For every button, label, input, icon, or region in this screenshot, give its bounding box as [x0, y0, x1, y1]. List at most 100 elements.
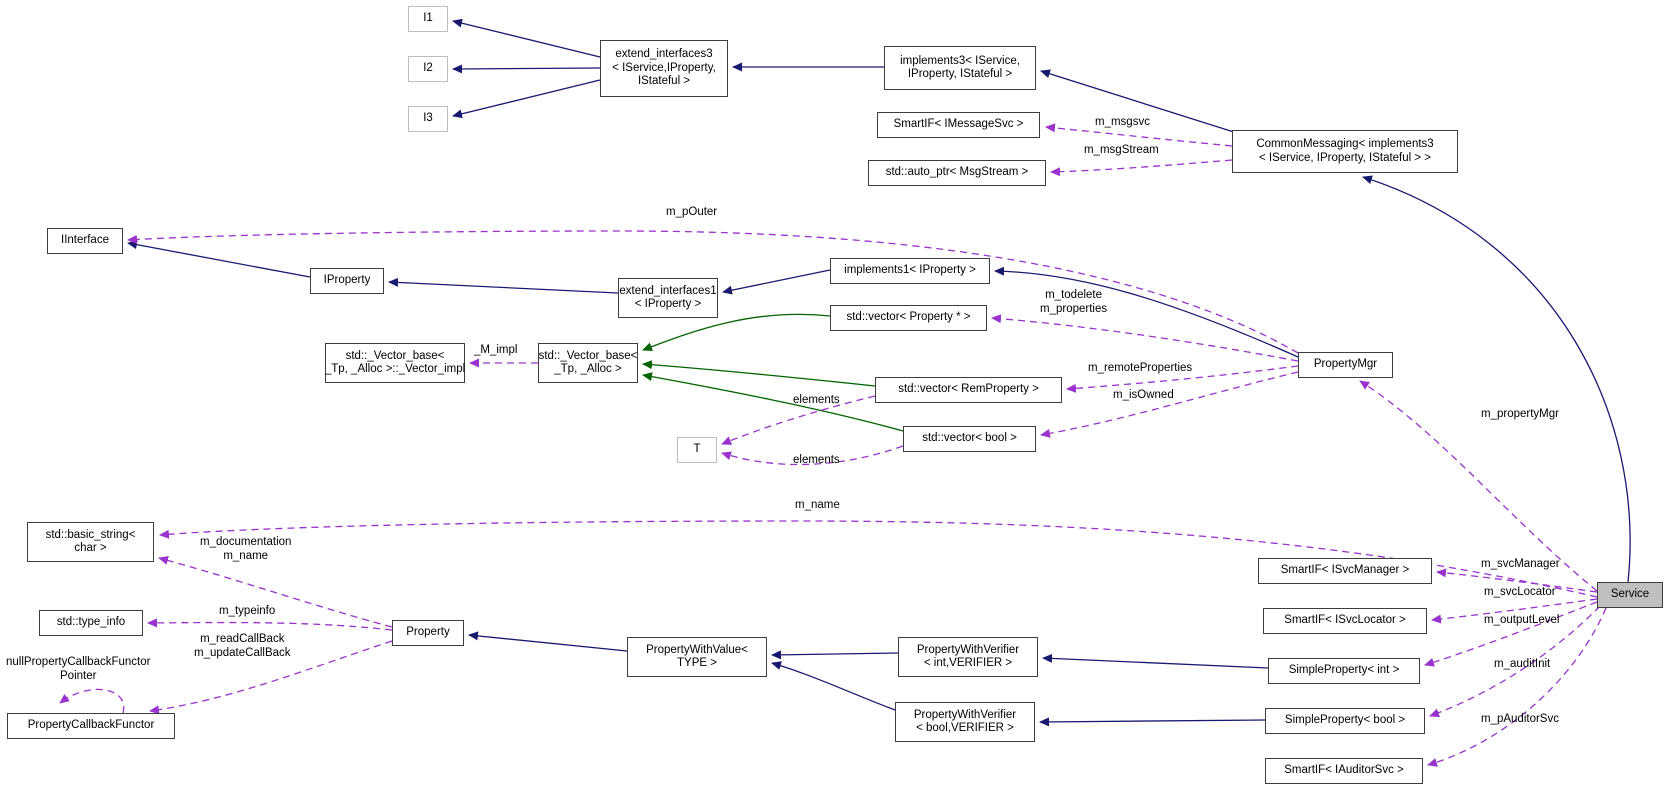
- edge-label-line: m_todelete: [1045, 289, 1103, 301]
- node-label-line: < IProperty >: [634, 298, 702, 310]
- edge-label-m-impl: _M_impl: [474, 344, 517, 358]
- edge-label-m-pouter: m_pOuter: [666, 206, 717, 220]
- node-property-with-verifier-int[interactable]: PropertyWithVerifier< int,VERIFIER >: [898, 637, 1038, 677]
- edge-use-11: [127, 230, 1299, 354]
- node-t: T: [677, 437, 717, 463]
- edge-use-26: [1424, 601, 1598, 667]
- node-label-line: PropertyCallbackFunctor: [27, 719, 155, 732]
- node-iproperty[interactable]: IProperty: [310, 268, 384, 294]
- node-label-line: SmartIF< ISvcLocator >: [1284, 614, 1406, 627]
- edge-inh-9: [722, 269, 831, 295]
- edge-label-line: Pointer: [60, 669, 97, 682]
- node-service: Service: [1597, 582, 1663, 608]
- node-label-line: CommonMessaging< implements3: [1256, 138, 1434, 150]
- edge-inh-1: [452, 64, 601, 74]
- node-label-line: IProperty, IStateful >: [907, 68, 1013, 80]
- node-vector-bool[interactable]: std::vector< bool >: [903, 426, 1036, 452]
- edge-label-line: m_outputLevel: [1484, 614, 1560, 626]
- edge-inh-35: [771, 661, 896, 711]
- edge-use-32: [59, 688, 125, 714]
- edge-label-line: m_name: [223, 549, 269, 562]
- edge-use-25: [1431, 598, 1598, 624]
- edge-label-line: m_remoteProperties: [1088, 362, 1193, 374]
- edge-label-line: m_propertyMgr: [1481, 408, 1559, 420]
- edge-inh-21: [1362, 175, 1631, 583]
- edge-use-28: [1427, 607, 1607, 767]
- edge-label-m-svcmanager: m_svcManager: [1481, 558, 1560, 572]
- node-smartif-isvclocator[interactable]: SmartIF< ISvcLocator >: [1263, 608, 1427, 634]
- edge-label-line: m_readCallBack: [200, 633, 285, 645]
- node-vector-base[interactable]: std::_Vector_base<_Tp, _Alloc >: [538, 343, 638, 383]
- edge-label-m-msgstream: m_msgStream: [1084, 144, 1159, 158]
- node-vector-base-impl[interactable]: std::_Vector_base<_Tp, _Alloc >::_Vector…: [325, 343, 465, 383]
- node-extend-interfaces1[interactable]: extend_interfaces1< IProperty >: [618, 278, 718, 318]
- node-common-messaging[interactable]: CommonMessaging< implements3< IService, …: [1232, 130, 1458, 173]
- node-auto-ptr-msgstream[interactable]: std::auto_ptr< MsgStream >: [868, 160, 1046, 186]
- node-simpleproperty-bool[interactable]: SimpleProperty< bool >: [1265, 708, 1425, 734]
- node-property-callback-functor[interactable]: PropertyCallbackFunctor: [7, 713, 175, 739]
- node-label-line: char >: [74, 542, 107, 554]
- node-label-line: I3: [423, 112, 433, 125]
- edge-label-elements-top: elements: [793, 394, 840, 408]
- edge-label-line: elements: [793, 394, 840, 406]
- edge-label-m-name-long: m_name: [795, 499, 840, 513]
- edge-inh-33: [468, 631, 628, 652]
- edge-tpl-17: [642, 372, 904, 432]
- edge-use-5: [1045, 123, 1233, 147]
- node-label-line: < int,VERIFIER >: [923, 657, 1013, 669]
- node-smartif-isvcmanager[interactable]: SmartIF< ISvcManager >: [1258, 558, 1432, 584]
- node-type-info[interactable]: std::type_info: [39, 610, 143, 636]
- edge-label-line: nullPropertyCallbackFunctor: [6, 656, 151, 668]
- node-label-line: IInterface: [61, 234, 109, 247]
- node-label-line: < bool,VERIFIER >: [916, 722, 1014, 734]
- node-label-line: std::_Vector_base<: [538, 349, 638, 362]
- edge-inh-0: [452, 18, 601, 58]
- node-label-line: PropertyMgr: [1313, 358, 1378, 371]
- node-label-line: SmartIF< ISvcManager >: [1280, 564, 1410, 577]
- node-property[interactable]: Property: [392, 620, 464, 646]
- node-property-with-value[interactable]: PropertyWithValue<TYPE >: [627, 637, 767, 677]
- node-vector-property-ptr[interactable]: std::vector< Property * >: [830, 305, 987, 331]
- edge-tpl-16: [642, 360, 876, 387]
- edge-label-line: m_pOuter: [666, 206, 718, 218]
- edge-inh-2: [452, 79, 601, 119]
- edge-use-12: [991, 314, 1299, 362]
- edge-label-line: m_svcLocator: [1484, 586, 1556, 598]
- node-i3: I3: [408, 106, 448, 132]
- node-label-line: PropertyWithVerifier: [913, 708, 1017, 721]
- edge-label-line: m_msgsvc: [1095, 116, 1150, 128]
- edge-label-line: _M_impl: [474, 344, 518, 356]
- node-propertymgr[interactable]: PropertyMgr: [1298, 352, 1393, 378]
- node-label-line: _Tp, _Alloc >::_Vector_impl: [324, 363, 466, 375]
- node-simpleproperty-int[interactable]: SimpleProperty< int >: [1268, 658, 1420, 684]
- edge-label-elements-bottom: elements: [793, 454, 840, 468]
- edge-use-29: [147, 618, 393, 631]
- edge-inh-7: [127, 240, 311, 278]
- node-property-with-verifier-bool[interactable]: PropertyWithVerifier< bool,VERIFIER >: [895, 702, 1035, 742]
- node-implements1[interactable]: implements1< IProperty >: [830, 258, 990, 284]
- node-label-line: < IService, IProperty, IStateful > >: [1258, 151, 1432, 164]
- node-vector-remproperty[interactable]: std::vector< RemProperty >: [875, 377, 1062, 403]
- edge-inh-36: [1042, 653, 1269, 669]
- node-label-line: I1: [423, 12, 433, 25]
- edge-label-m-msgsvc: m_msgsvc: [1095, 116, 1150, 130]
- node-implements3[interactable]: implements3< IService,IProperty, IStatef…: [884, 46, 1036, 90]
- node-i1: I1: [408, 6, 448, 32]
- node-label-line: I2: [423, 62, 433, 75]
- node-label-line: _Tp, _Alloc >: [554, 363, 622, 375]
- edge-inh-10: [994, 266, 1299, 358]
- node-iinterface[interactable]: IInterface: [47, 228, 123, 254]
- node-smartif-iauditorsvc[interactable]: SmartIF< IAuditorSvc >: [1265, 758, 1423, 784]
- edge-use-22: [1359, 380, 1598, 592]
- edge-label-m-outputlevel: m_outputLevel: [1484, 614, 1559, 628]
- edge-label-m-svclocator: m_svcLocator: [1484, 586, 1556, 600]
- edge-label-line: m_auditInit: [1494, 658, 1551, 670]
- edge-use-19: [721, 395, 876, 445]
- node-basic-string[interactable]: std::basic_string<char >: [27, 522, 154, 562]
- node-label-line: std::type_info: [56, 616, 126, 629]
- node-smartif-imessagesvc[interactable]: SmartIF< IMessageSvc >: [877, 112, 1040, 138]
- edge-label-line: m_msgStream: [1084, 144, 1159, 156]
- node-extend-interfaces3[interactable]: extend_interfaces3< IService,IProperty,I…: [600, 40, 728, 97]
